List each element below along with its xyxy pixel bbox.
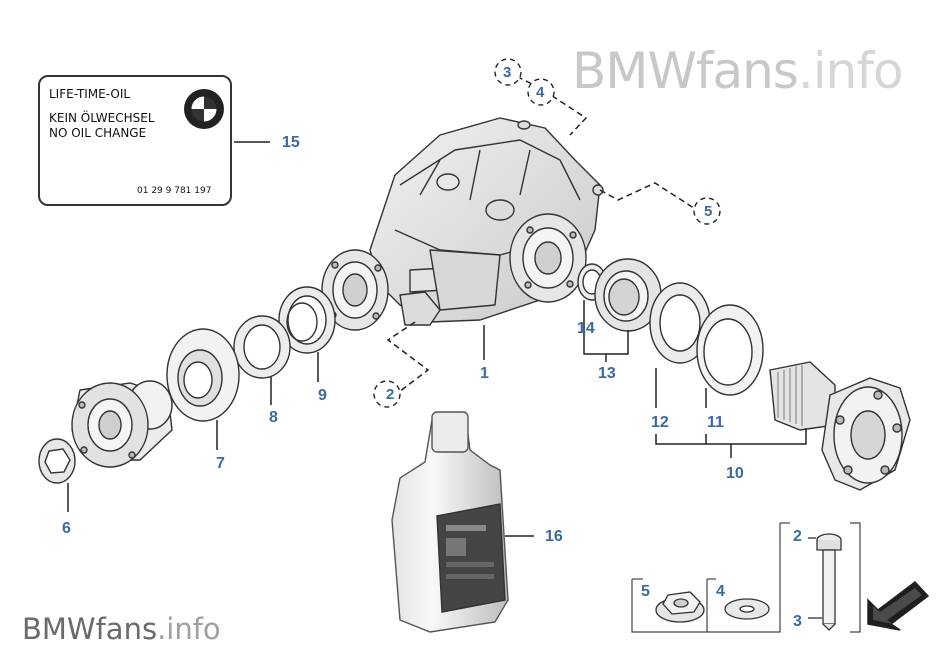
legend-3: 3 <box>793 613 802 630</box>
watermark-bottom: BMWfans.info <box>22 612 221 646</box>
washer-4 <box>724 598 770 620</box>
callout-5: 5 <box>704 203 713 220</box>
callout-1: 1 <box>480 365 489 382</box>
callout-10: 10 <box>726 465 744 482</box>
watermark-top: BMWfans.info <box>572 42 904 100</box>
nut-part-6 <box>38 438 76 484</box>
callout-15: 15 <box>282 134 300 151</box>
shim-part-7 <box>166 328 240 422</box>
callout-ring-2 <box>373 380 401 408</box>
callout-13: 13 <box>598 365 616 382</box>
leader-2 <box>386 321 430 396</box>
leader-3-4 <box>507 71 588 136</box>
bracket-10 <box>655 428 807 445</box>
oil-label-line2: KEIN ÖLWECHSEL <box>49 111 155 125</box>
callout-7: 7 <box>216 455 225 472</box>
callout-16: 16 <box>545 528 563 545</box>
callout-3: 3 <box>503 64 512 81</box>
callout-ring-3 <box>494 58 522 86</box>
callout-ring-4 <box>527 78 555 106</box>
callout-14: 14 <box>577 320 595 337</box>
flange-nut-5 <box>655 591 705 623</box>
seal-part-12 <box>649 282 711 364</box>
callout-8: 8 <box>269 409 278 426</box>
oil-label-line3: NO OIL CHANGE <box>49 126 147 140</box>
bearing-part-13 <box>594 258 662 332</box>
oil-label-line1: LIFE-TIME-OIL <box>49 87 131 101</box>
shim-part-11 <box>696 304 764 396</box>
bmw-roundel-icon <box>184 89 224 129</box>
output-flange-left <box>71 380 173 468</box>
legend-2: 2 <box>793 528 802 545</box>
callout-2: 2 <box>386 386 395 403</box>
callout-ring-5 <box>693 197 721 225</box>
oil-label-part-number: 01 29 9 781 197 <box>137 186 212 196</box>
differential-housing <box>321 117 604 331</box>
oil-bottle-part-16 <box>391 411 509 633</box>
seal-part-8 <box>233 315 291 379</box>
legend-4: 4 <box>716 583 725 600</box>
seal-part-9 <box>278 286 336 354</box>
legend-5: 5 <box>641 583 650 600</box>
bolt-2-3 <box>816 533 842 631</box>
callout-6: 6 <box>62 520 71 537</box>
oil-label-card: LIFE-TIME-OIL KEIN ÖLWECHSEL NO OIL CHAN… <box>38 75 232 206</box>
output-flange-right <box>769 361 911 491</box>
callout-12: 12 <box>651 414 669 431</box>
leader-5 <box>599 182 701 213</box>
hardware-legend <box>631 522 861 633</box>
arrow-direction-icon <box>862 580 932 631</box>
callout-4: 4 <box>536 84 545 101</box>
callout-9: 9 <box>318 387 327 404</box>
callout-11: 11 <box>707 414 724 431</box>
